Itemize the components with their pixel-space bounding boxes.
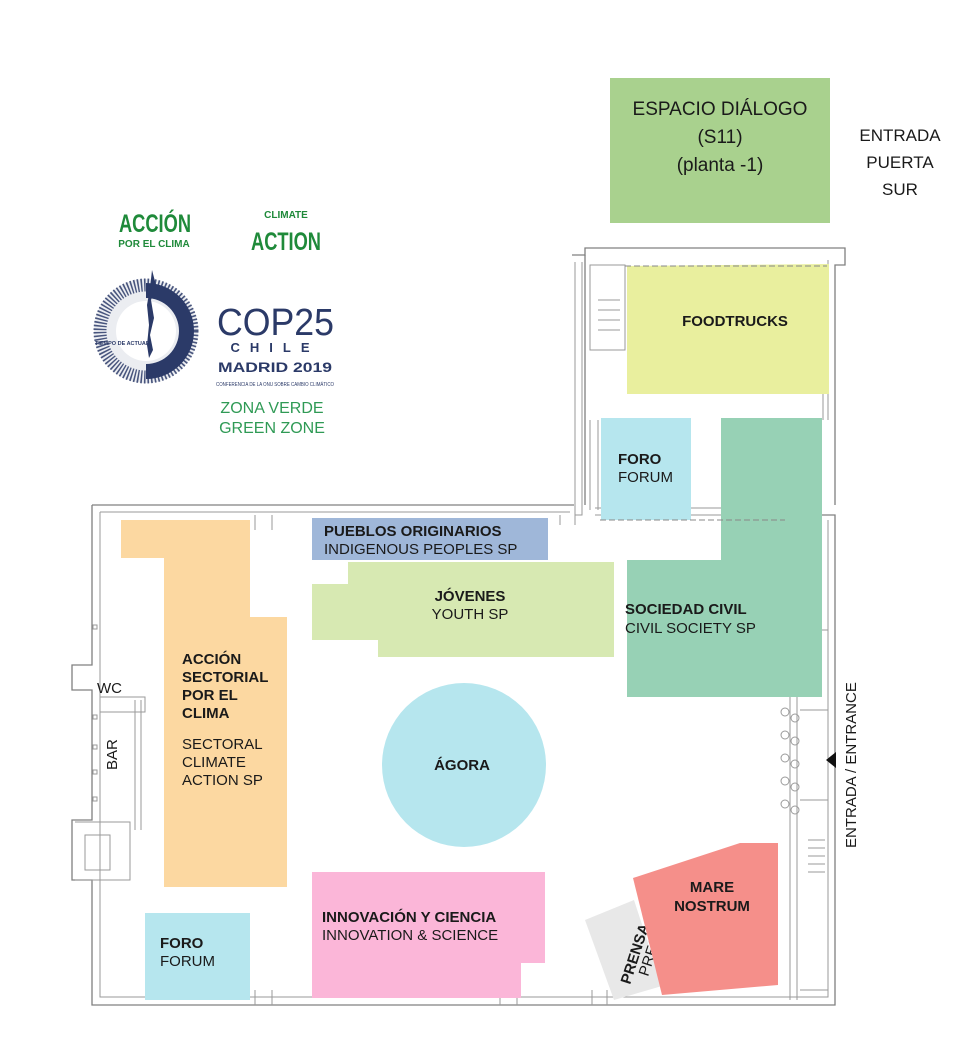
- logo-tiempo: TIEMPO DE ACTUAR: [95, 341, 150, 347]
- jovenes-en: YOUTH SP: [432, 606, 509, 623]
- wc-label: WC: [97, 680, 122, 697]
- logo-conferencia: CONFERENCIA DE LA ONU SOBRE CAMBIO CLIMÁ…: [216, 381, 334, 388]
- accion-sectorial-es-2: SECTORIAL: [182, 669, 268, 686]
- logo-climate: CLIMATE: [264, 210, 308, 221]
- zone-foodtrucks[interactable]: FOODTRUCKS: [627, 264, 829, 394]
- zone-sociedad-civil[interactable]: SOCIEDAD CIVIL CIVIL SOCIETY SP: [625, 418, 822, 697]
- zone-mare-nostrum[interactable]: MARE NOSTRUM: [633, 843, 778, 995]
- mare-line2: NOSTRUM: [674, 898, 750, 915]
- agora-label: ÁGORA: [434, 757, 490, 774]
- foro-top-es: FORO: [618, 451, 662, 468]
- foodtrucks-label: FOODTRUCKS: [682, 313, 788, 330]
- south-entrance-label: ENTRADA PUERTA SUR: [859, 126, 941, 199]
- sociedad-civil-es: SOCIEDAD CIVIL: [625, 601, 747, 618]
- accion-sectorial-es-4: CLIMA: [182, 705, 230, 722]
- zone-foro-bottom[interactable]: FORO FORUM: [145, 913, 250, 1000]
- accion-sectorial-es-3: POR EL: [182, 687, 238, 704]
- main-entrance[interactable]: ENTRADA / ENTRANCE: [826, 682, 860, 848]
- zone-pueblos-originarios[interactable]: PUEBLOS ORIGINARIOS INDIGENOUS PEOPLES S…: [312, 518, 548, 560]
- accion-sectorial-en-2: CLIMATE: [182, 754, 246, 771]
- pueblos-en: INDIGENOUS PEOPLES SP: [324, 541, 517, 558]
- accion-sectorial-en-3: ACTION SP: [182, 772, 263, 789]
- jovenes-es: JÓVENES: [435, 587, 506, 605]
- zone-accion-sectorial[interactable]: ACCIÓN SECTORIAL POR EL CLIMA SECTORAL C…: [121, 520, 287, 887]
- espacio-dialogo-room: (S11): [697, 127, 742, 148]
- annex-guidelines: [600, 265, 827, 521]
- logo-por-el-clima: POR EL CLIMA: [118, 239, 189, 250]
- cop25-ring-emblem: TIEMPO DE ACTUAR: [93, 270, 199, 384]
- innovacion-en: INNOVATION & SCIENCE: [322, 927, 498, 944]
- sociedad-civil-en: CIVIL SOCIETY SP: [625, 620, 756, 637]
- accion-sectorial-en-1: SECTORAL: [182, 736, 263, 753]
- entrance-arrow-icon: [826, 752, 836, 768]
- zone-agora[interactable]: ÁGORA: [382, 683, 546, 847]
- south-entrance-line2: PUERTA: [866, 153, 934, 172]
- zone-jovenes[interactable]: JÓVENES YOUTH SP: [312, 562, 614, 657]
- espacio-dialogo-title: ESPACIO DIÁLOGO: [633, 99, 808, 120]
- espacio-dialogo-floor: (planta -1): [677, 155, 764, 176]
- mare-line1: MARE: [690, 879, 734, 896]
- innovacion-es: INNOVACIÓN Y CIENCIA: [322, 908, 496, 926]
- foro-bottom-es: FORO: [160, 935, 204, 952]
- zone-innovacion[interactable]: INNOVACIÓN Y CIENCIA INNOVATION & SCIENC…: [312, 872, 545, 998]
- logo-zona-verde: ZONA VERDE: [220, 400, 323, 417]
- logo-madrid-2019: MADRID 2019: [218, 360, 332, 375]
- logo-green-zone: GREEN ZONE: [219, 420, 325, 437]
- south-entrance-line3: SUR: [882, 180, 918, 199]
- zone-foro-top[interactable]: FORO FORUM: [601, 418, 691, 520]
- bar-label: BAR: [104, 739, 121, 770]
- cop25-logo: ACCIÓN POR EL CLIMA CLIMATE ACTION TIEMP…: [93, 208, 334, 437]
- pueblos-es: PUEBLOS ORIGINARIOS: [324, 523, 502, 540]
- logo-chile: CHILE: [231, 340, 320, 355]
- main-entrance-label: ENTRADA / ENTRANCE: [843, 682, 860, 848]
- logo-accion: ACCIÓN: [119, 208, 191, 238]
- logo-cop25: COP25: [217, 302, 334, 344]
- logo-action: ACTION: [251, 228, 321, 256]
- espacio-dialogo-zone[interactable]: ESPACIO DIÁLOGO (S11) (planta -1): [610, 78, 830, 223]
- accion-sectorial-es-1: ACCIÓN: [182, 650, 241, 668]
- south-entrance-line1: ENTRADA: [859, 126, 941, 145]
- foro-bottom-en: FORUM: [160, 953, 215, 970]
- foro-top-en: FORUM: [618, 469, 673, 486]
